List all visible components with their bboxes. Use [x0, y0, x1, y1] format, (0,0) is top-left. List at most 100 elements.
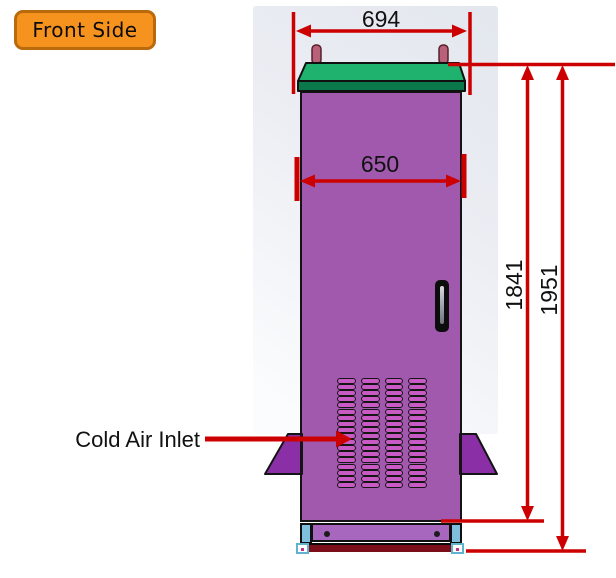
foot-dot: [301, 548, 304, 551]
vent-slot: [408, 390, 427, 397]
dimension-value-1841: 1841: [501, 259, 527, 310]
vent-slot: [360, 481, 380, 488]
vent-slot: [337, 414, 356, 421]
vent-slot: [384, 396, 404, 403]
vent-slot: [408, 445, 427, 452]
vent-slot: [360, 439, 380, 446]
vent-slot: [360, 378, 380, 384]
arrowhead: [521, 65, 534, 80]
base-rail: [308, 543, 454, 552]
view-label-badge: Front Side: [14, 10, 156, 50]
vent-slot: [337, 475, 356, 482]
vent-slot: [384, 414, 404, 421]
vent-slot: [384, 439, 404, 446]
vent-slot: [360, 426, 380, 433]
cold-air-inlet-label: Cold Air Inlet: [75, 427, 200, 452]
base-bolt-hole: [434, 531, 440, 537]
vent-slot: [360, 414, 380, 421]
vent-slot: [384, 390, 404, 397]
vent-grid: [337, 378, 427, 488]
vent-column: [337, 378, 356, 488]
vent-slot: [360, 432, 380, 439]
vent-slot: [408, 408, 427, 415]
vent-slot: [384, 402, 404, 409]
vent-slot: [337, 463, 356, 470]
vent-slot: [384, 457, 404, 464]
arrowhead: [446, 174, 461, 188]
vent-column: [408, 378, 427, 488]
vent-slot: [408, 402, 427, 409]
vent-slot: [408, 420, 427, 427]
base-bar: [311, 523, 451, 542]
vent-slot: [337, 402, 356, 409]
vent-slot: [384, 475, 404, 482]
vent-slot: [360, 396, 380, 403]
vent-slot: [360, 451, 380, 458]
vent-column: [384, 378, 404, 488]
vent-slot: [337, 426, 356, 433]
vent-slot: [408, 414, 427, 421]
vent-slot: [408, 475, 427, 482]
vent-slot: [360, 384, 380, 391]
view-label-text: Front Side: [32, 18, 138, 42]
mounting-flange-right: [459, 433, 498, 475]
base-bolt-hole: [324, 531, 330, 537]
vent-slot: [408, 384, 427, 391]
door-handle: [435, 280, 449, 332]
vent-slot: [408, 463, 427, 470]
vent-slot: [337, 408, 356, 415]
vent-slot: [384, 432, 404, 439]
dimension-value-1951: 1951: [536, 264, 562, 315]
arrowhead: [296, 24, 311, 38]
vent-slot: [408, 481, 427, 488]
vent-slot: [384, 420, 404, 427]
vent-slot: [408, 378, 427, 384]
vent-slot: [384, 378, 404, 384]
vent-slot: [360, 445, 380, 452]
vent-slot: [337, 457, 356, 464]
arrowhead: [521, 506, 534, 521]
arrowhead: [556, 65, 569, 80]
arrowhead: [300, 174, 315, 188]
arrowhead: [452, 24, 467, 38]
vent-slot: [360, 469, 380, 476]
vent-column: [360, 378, 380, 488]
vent-slot: [384, 451, 404, 458]
foot-dot: [456, 548, 459, 551]
dimension-value-694: 694: [362, 6, 401, 32]
vent-slot: [384, 426, 404, 433]
arrowhead: [336, 430, 352, 448]
vent-slot: [337, 378, 356, 384]
vent-slot: [337, 396, 356, 403]
vent-slot: [360, 390, 380, 397]
vent-slot: [337, 469, 356, 476]
roof-cap-edge: [297, 80, 466, 92]
vent-slot: [408, 439, 427, 446]
vent-slot: [384, 481, 404, 488]
roof-cap: [297, 62, 466, 82]
dimension-value-650: 650: [361, 151, 399, 177]
lifting-bolt-right: [438, 44, 449, 65]
vent-slot: [360, 463, 380, 470]
vent-slot: [337, 481, 356, 488]
vent-slot: [384, 408, 404, 415]
vent-slot: [384, 384, 404, 391]
vent-slot: [408, 451, 427, 458]
vent-slot: [337, 390, 356, 397]
vent-slot: [360, 408, 380, 415]
vent-slot: [384, 445, 404, 452]
lifting-bolt-left: [311, 44, 322, 65]
vent-slot: [360, 457, 380, 464]
vent-slot: [360, 420, 380, 427]
vent-slot: [337, 445, 356, 452]
vent-slot: [337, 420, 356, 427]
vent-slot: [408, 396, 427, 403]
door-handle-grip: [440, 286, 444, 324]
vent-slot: [384, 463, 404, 470]
vent-slot: [408, 469, 427, 476]
leveling-foot-left: [296, 543, 309, 554]
vent-slot: [408, 432, 427, 439]
vent-slot: [408, 426, 427, 433]
